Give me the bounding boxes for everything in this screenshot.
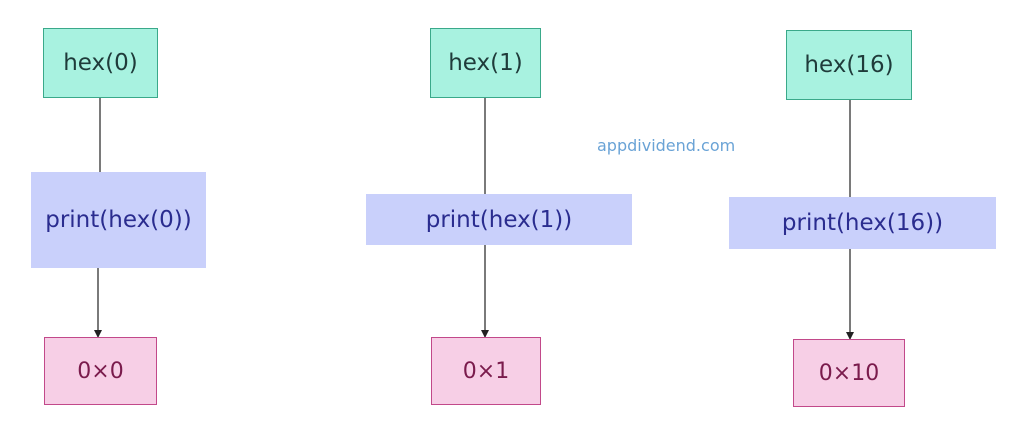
- call-label-1: print(hex(0)): [45, 207, 192, 233]
- output-label-2: 0×1: [462, 358, 510, 384]
- input-box-1: hex(0): [43, 28, 158, 98]
- output-box-3: 0×10: [793, 339, 905, 407]
- input-box-3: hex(16): [786, 30, 912, 100]
- call-label-2: print(hex(1)): [425, 206, 573, 233]
- output-box-2: 0×1: [431, 337, 541, 405]
- output-label-3: 0×10: [818, 360, 880, 386]
- input-label-3: hex(16): [804, 52, 894, 78]
- input-label-1: hex(0): [63, 50, 138, 76]
- call-box-1: print(hex(0)): [31, 172, 206, 268]
- call-box-2: print(hex(1)): [366, 194, 632, 245]
- output-label-1: 0×0: [77, 358, 124, 384]
- output-box-1: 0×0: [44, 337, 157, 405]
- call-box-3: print(hex(16)): [729, 197, 996, 249]
- watermark-text: appdividend.com: [597, 136, 736, 155]
- input-label-2: hex(1): [448, 50, 523, 76]
- call-label-3: print(hex(16)): [781, 210, 944, 236]
- input-box-2: hex(1): [430, 28, 541, 98]
